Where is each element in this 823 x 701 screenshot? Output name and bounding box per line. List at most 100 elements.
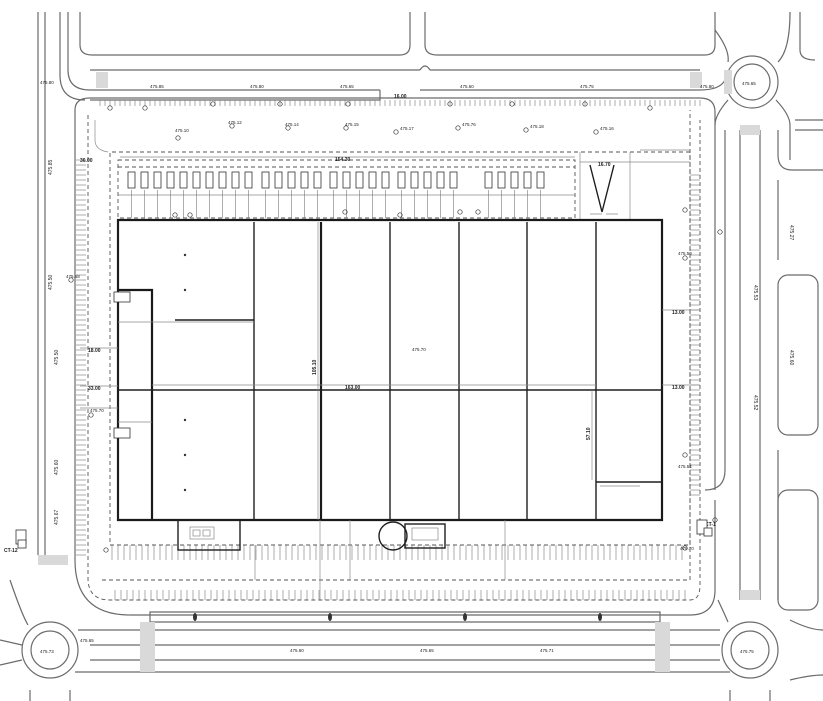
loading-dock [484,171,493,189]
loading-dock [127,171,136,189]
elev-right-1: 475.53 [752,285,758,301]
loading-dock [140,171,149,189]
spot-level-6: 475.18 [530,124,544,129]
ct-marker-top-right: CT-1 [705,522,716,528]
loading-dock [261,171,270,189]
dim-left-b: 33.00 [88,386,101,392]
elev-left-3: 475.60 [54,459,60,475]
survey-markers [68,101,723,621]
elev-bottom-1: 475.60 [290,648,304,653]
dim-top-span: 154.30 [335,157,351,163]
spot-level-9: 475.70 [90,408,104,413]
site-boundary [74,97,716,616]
loading-dock [313,171,322,189]
elev-right-2: 475.52 [752,395,758,411]
spot-level-4: 475.17 [400,126,414,131]
dimension-lines [80,149,700,520]
elev-top-2: 475.80 [250,84,264,89]
elev-right-3: 475.60 [788,350,794,366]
dim-inner-span: 163.00 [345,385,361,391]
survey-marker-icon [107,105,113,111]
roundabout-top-right-level: 475.65 [742,81,756,86]
parking-stalls-bottom [111,545,683,560]
drain-icon [598,613,602,621]
survey-marker-icon [523,127,529,133]
dim-left-c: 36.00 [80,158,93,164]
drain-icon [328,613,332,621]
parking-stalls-top [99,100,701,106]
loading-dock [381,171,390,189]
loading-dock [166,171,175,189]
loading-docks [127,171,545,218]
loading-dock [244,171,253,189]
loading-dock [523,171,532,189]
survey-marker-icon [277,101,283,107]
loading-dock [329,171,338,189]
loading-dock [449,171,458,189]
loading-dock [192,171,201,189]
survey-marker-icon [345,101,351,107]
loading-dock [342,171,351,189]
dim-right-depth: 57.10 [586,427,592,440]
spot-level-8: 475.68 [66,274,80,279]
loading-dock [153,171,162,189]
survey-marker-icon [172,212,178,218]
loading-dock [231,171,240,189]
ct-boxes [15,519,713,549]
elev-top-4: 475.60 [460,84,474,89]
warehouse-building [113,218,664,522]
survey-marker-icon [103,547,109,553]
spot-level-12: 475.70 [680,546,694,551]
spot-level-11: 475.54 [678,464,692,469]
survey-marker-icon [475,209,481,215]
dim-gate: 16.00 [394,94,407,100]
dim-depth: 105.10 [312,359,318,375]
loading-dock [179,171,188,189]
spot-level-0: 475.10 [175,128,189,133]
loading-dock [497,171,506,189]
drain-icon [193,613,197,621]
survey-marker-icon [582,101,588,107]
loading-dock [368,171,377,189]
plan-labels: 475.80 475.85 475.80 475.65 475.60 475.7… [4,80,794,654]
loading-dock [287,171,296,189]
survey-marker-icon [455,125,461,131]
elev-bottom-3: 475.71 [540,648,554,653]
spot-level-7: 475.16 [600,126,614,131]
survey-marker-icon [593,129,599,135]
survey-marker-icon [457,209,463,215]
survey-marker-icon [342,209,348,215]
road-network [0,11,823,701]
elev-left-1: 475.50 [48,274,54,290]
dim-left-a: 18.00 [88,348,101,354]
spot-level-1: 475.12 [228,120,242,125]
loading-dock [355,171,364,189]
elev-top-6: 475.80 [700,84,714,89]
elev-bottom-2: 475.65 [420,648,434,653]
loading-dock [510,171,519,189]
survey-marker-icon [509,101,515,107]
spot-level-5: 475.76 [462,122,476,127]
survey-marker-icon [142,105,148,111]
roundabout-bottom-right-level: 475.75 [740,649,754,654]
loading-dock [410,171,419,189]
loading-dock [300,171,309,189]
ct-marker-bottom-left: CT-12 [4,548,18,554]
loading-dock [397,171,406,189]
dim-right-a: 13.00 [672,310,685,316]
elev-top-1: 475.85 [150,84,164,89]
survey-marker-icon [647,105,653,111]
survey-marker-icon [285,125,291,131]
survey-marker-icon [682,207,688,213]
center-level: 475.70 [412,347,426,352]
loading-dock [205,171,214,189]
survey-marker-icon [393,129,399,135]
spot-level-3: 475.15 [345,122,359,127]
survey-marker-icon [343,125,349,131]
parking-stalls-right [690,174,700,496]
elev-bottom-0: 475.65 [80,638,94,643]
survey-marker-icon [187,212,193,218]
loading-dock [536,171,545,189]
elev-left-0: 475.85 [48,159,54,175]
